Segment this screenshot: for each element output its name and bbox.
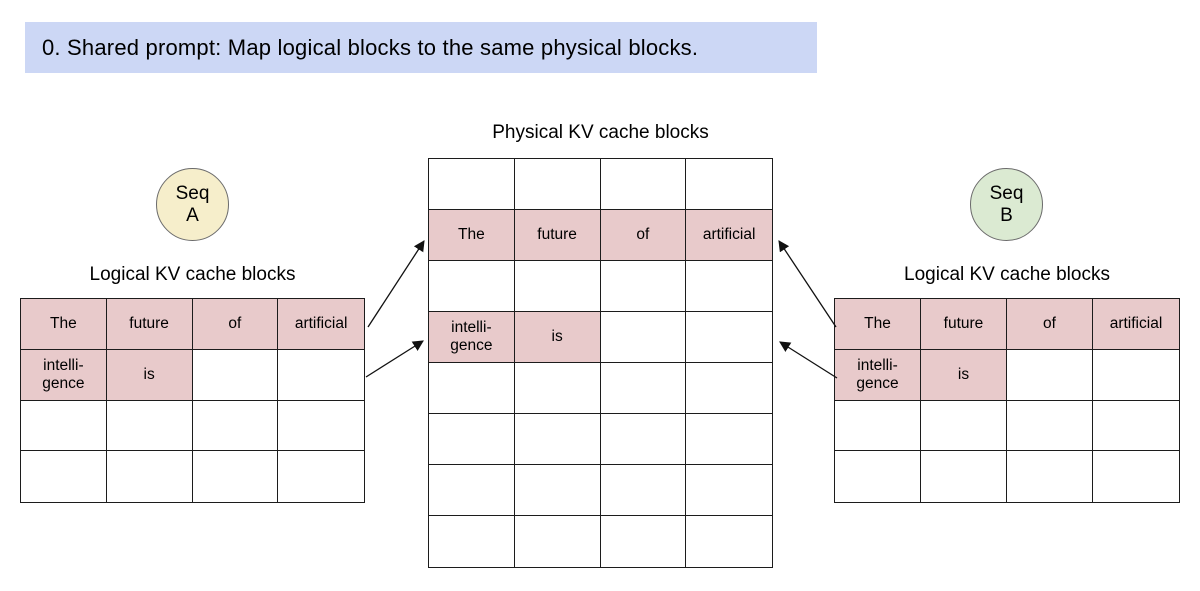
kv-cell (429, 159, 515, 210)
kv-cell (193, 451, 279, 502)
kv-cell (600, 465, 687, 516)
kv-cell (1007, 451, 1093, 502)
kv-cell (921, 400, 1007, 452)
kv-cell: artificial (278, 299, 364, 350)
kv-cell (686, 516, 772, 567)
arrow-seq-a-block1-to-physical3 (365, 340, 424, 378)
arrow-seq-b-block1-to-physical3 (779, 341, 838, 379)
kv-cell: artificial (686, 210, 772, 261)
kv-cell (686, 261, 772, 312)
kv-cell (835, 451, 921, 502)
kv-cell (514, 414, 601, 465)
kv-cell (601, 516, 687, 567)
kv-cell: intelli- gence (21, 349, 107, 401)
kv-cell (686, 465, 772, 516)
kv-cell (600, 414, 687, 465)
kv-cell (600, 363, 687, 414)
kv-cell: artificial (1093, 299, 1179, 350)
title-banner-text: 0. Shared prompt: Map logical blocks to … (42, 34, 699, 60)
kv-cell (429, 516, 515, 567)
kv-cell (21, 451, 107, 502)
kv-cell (429, 363, 515, 414)
seq-a-badge: Seq A (156, 168, 229, 241)
kv-cell (514, 363, 601, 414)
kv-cell (514, 261, 601, 312)
kv-cell (600, 159, 687, 210)
kv-cell (429, 261, 515, 312)
kv-cell: The (21, 299, 107, 350)
kv-cell: intelli- gence (429, 312, 515, 363)
kv-cell: of (192, 299, 279, 350)
kv-cell: is (921, 349, 1007, 401)
kv-cell (278, 350, 364, 401)
kv-cell (1093, 451, 1179, 502)
logical-b-table-title: Logical KV cache blocks (904, 264, 1110, 285)
seq-b-badge: Seq B (970, 168, 1043, 241)
kv-cell (1093, 350, 1179, 401)
title-banner: 0. Shared prompt: Map logical blocks to … (25, 22, 817, 73)
kv-cell (278, 451, 364, 502)
kv-cell (106, 400, 193, 452)
kv-cell (600, 261, 687, 312)
logical-a-table-title: Logical KV cache blocks (89, 264, 296, 285)
kv-cell: of (1007, 299, 1093, 350)
kv-cell (515, 516, 601, 567)
kv-cell: The (429, 210, 515, 261)
kv-cell (686, 414, 772, 465)
kv-cell (192, 400, 279, 452)
kv-cell (192, 349, 279, 401)
kv-cell: is (514, 312, 601, 363)
kv-cell: future (514, 210, 601, 261)
kv-cell (278, 401, 364, 452)
physical-table-title: Physical KV cache blocks (492, 122, 709, 143)
kv-cell (686, 159, 772, 210)
kv-cell: The (835, 299, 921, 350)
kv-cell (686, 312, 772, 363)
kv-cell (1007, 349, 1093, 401)
kv-cell: is (106, 349, 193, 401)
kv-cell (429, 465, 515, 516)
kv-cell (835, 400, 921, 452)
kv-cell (600, 312, 687, 363)
kv-cell (107, 451, 193, 502)
arrow-seq-b-block0-to-physical1 (778, 240, 837, 328)
kv-cell (514, 159, 601, 210)
kv-cell: future (106, 299, 193, 350)
kv-cell: of (600, 210, 687, 261)
kv-cell (1007, 400, 1093, 452)
kv-cell (21, 400, 107, 452)
arrow-seq-a-block0-to-physical1 (367, 240, 425, 328)
kv-cell (514, 465, 601, 516)
kv-cell (921, 451, 1007, 502)
kv-cell (686, 363, 772, 414)
kv-cell: future (921, 299, 1007, 350)
kv-cell: intelli- gence (835, 349, 921, 401)
kv-cell (429, 414, 515, 465)
kv-cell (1093, 401, 1179, 452)
